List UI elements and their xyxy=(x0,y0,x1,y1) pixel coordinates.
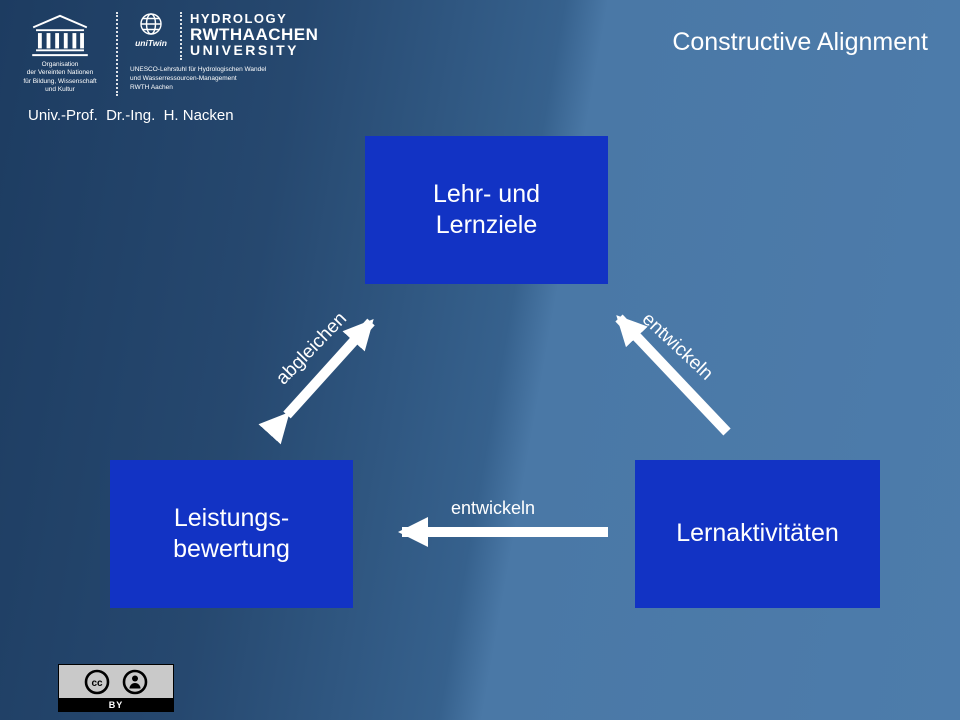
logo-divider-inner xyxy=(180,12,182,60)
slide-header: Organisation der Vereinten Nationen für … xyxy=(16,12,318,96)
box-lernaktivitaeten: Lernaktivitäten xyxy=(635,460,880,608)
chair-caption: UNESCO-Lehrstuhl für Hydrologischen Wand… xyxy=(130,66,267,91)
svg-text:cc: cc xyxy=(91,678,103,689)
rwth-wordmark: RWTHAACHEN xyxy=(190,24,319,44)
chair-logo-block: uniTwin HYDROLOGY RWTHAACHEN UNIVERSITY … xyxy=(130,12,318,96)
attribution-person-icon xyxy=(122,669,148,694)
cc-license-badge: cc BY xyxy=(58,664,174,712)
label-abgleichen: abgleichen xyxy=(272,308,352,390)
unesco-temple-icon xyxy=(32,14,88,57)
label-entwickeln-middle: entwickeln xyxy=(450,498,536,518)
page-title: Constructive Alignment xyxy=(672,28,928,56)
unesco-caption: Organisation der Vereinten Nationen für … xyxy=(23,61,97,94)
cc-icon: cc xyxy=(84,669,110,694)
author-line: Univ.-Prof. Dr.-Ing. H. Nacken xyxy=(28,107,234,124)
unesco-logo-block: Organisation der Vereinten Nationen für … xyxy=(16,12,104,96)
box-lehr-und-lernziele: Lehr- und Lernziele xyxy=(365,136,608,284)
university-wordmark: UNIVERSITY xyxy=(190,42,300,59)
unitwin-logo: uniTwin xyxy=(130,12,172,48)
hydrology-wordmark: HYDROLOGY xyxy=(190,11,288,26)
rwth-logo: HYDROLOGY RWTHAACHEN UNIVERSITY xyxy=(190,12,318,58)
unitwin-label: uniTwin xyxy=(135,38,167,48)
cc-by-label: BY xyxy=(59,698,173,711)
box-leistungsbewertung: Leistungs- bewertung xyxy=(110,460,353,608)
cc-badge-icons: cc xyxy=(59,665,173,698)
logo-divider xyxy=(116,12,118,96)
unitwin-globe-icon xyxy=(140,13,162,35)
label-entwickeln-right: entwickeln xyxy=(637,308,717,385)
